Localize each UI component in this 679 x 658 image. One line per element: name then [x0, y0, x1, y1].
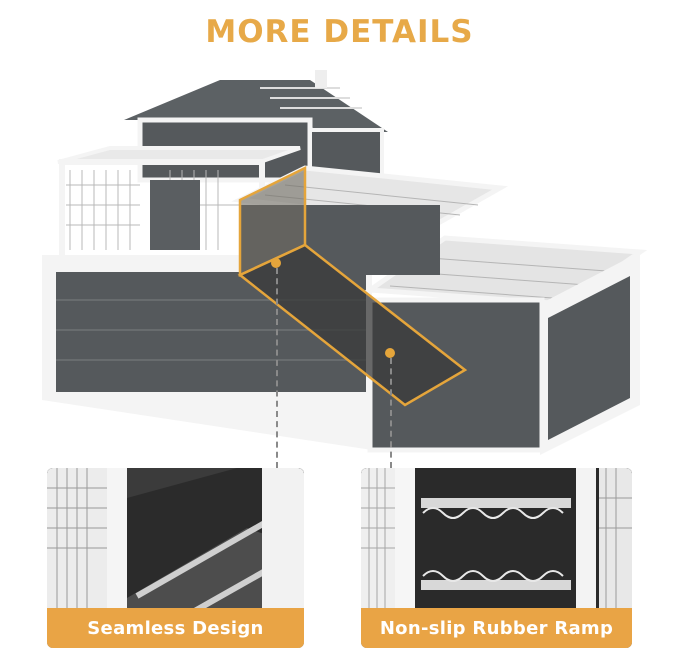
- ramp-highlight: [237, 165, 468, 407]
- seamless-design-caption: Seamless Design: [47, 608, 304, 648]
- non-slip-ramp-panel: Non-slip Rubber Ramp: [361, 468, 632, 648]
- page-title: MORE DETAILS: [205, 14, 474, 50]
- leader-line-right: [390, 358, 392, 468]
- leader-line-left: [276, 268, 278, 468]
- non-slip-ramp-caption: Non-slip Rubber Ramp: [361, 608, 632, 648]
- hutch-illustration: [42, 70, 648, 455]
- seamless-design-panel: Seamless Design: [47, 468, 304, 648]
